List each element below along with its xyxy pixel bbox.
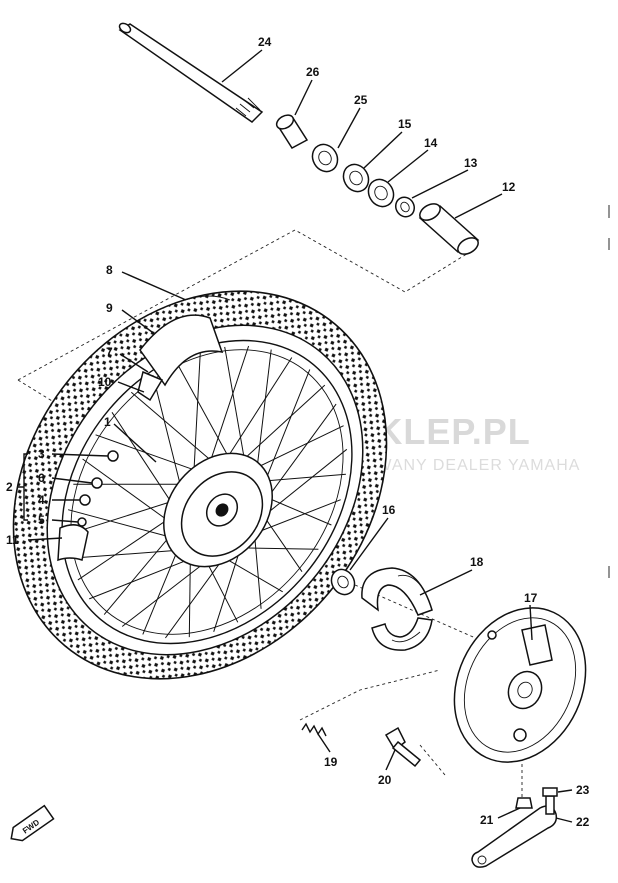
- callout-11: 11: [6, 533, 19, 547]
- spoke: [70, 549, 185, 559]
- spoke: [261, 369, 311, 489]
- bead-protector: [57, 524, 89, 562]
- spoke: [193, 352, 201, 478]
- callout-5: 5: [38, 513, 45, 527]
- callout-12: 12: [502, 180, 516, 194]
- spoke: [257, 448, 348, 521]
- callout-26: 26: [306, 65, 320, 79]
- callout-18: 18: [470, 555, 484, 569]
- callout-10: 10: [98, 375, 112, 389]
- return-spring: [301, 722, 327, 737]
- oil-seal: [311, 143, 339, 173]
- hub-bore: [215, 503, 229, 517]
- callout-20: 20: [378, 773, 392, 787]
- leader-lines: [18, 49, 573, 823]
- callout-14: 14: [424, 136, 438, 150]
- bearing-right: [367, 178, 395, 208]
- callout-23: 23: [576, 783, 590, 797]
- spoke: [255, 349, 272, 476]
- spoke: [164, 551, 229, 639]
- callout-3: 3: [38, 447, 45, 461]
- callout-25: 25: [354, 93, 368, 107]
- spoke: [142, 544, 181, 635]
- front-axle: [118, 22, 264, 123]
- spoke: [235, 547, 319, 550]
- spoke: [103, 531, 175, 615]
- callout-24: 24: [258, 35, 272, 49]
- spoke: [263, 495, 332, 526]
- callout-21: 21: [480, 813, 494, 827]
- collar: [275, 114, 309, 149]
- rim-band-and-tube: [137, 295, 231, 402]
- brake-shoes: [361, 567, 433, 651]
- callout-8: 8: [106, 263, 113, 277]
- callout-16: 16: [382, 503, 396, 517]
- bearing-left: [342, 163, 370, 193]
- spoke: [223, 357, 293, 464]
- spacer: [418, 203, 480, 255]
- spoke: [152, 375, 183, 492]
- spoke: [203, 557, 239, 623]
- callout-6: 6: [38, 471, 45, 485]
- spoke: [188, 553, 191, 638]
- spoke: [219, 554, 283, 593]
- spoke: [67, 509, 177, 540]
- brake-side-bearing: [330, 568, 356, 596]
- spoke: [253, 528, 262, 609]
- spoke: [121, 556, 213, 627]
- spoke: [207, 345, 250, 468]
- spoke: [238, 384, 326, 465]
- spokes: [67, 345, 348, 639]
- callout-9: 9: [106, 301, 113, 315]
- rim: [61, 339, 353, 645]
- spoke: [89, 555, 198, 600]
- spoke: [77, 515, 174, 581]
- spoke: [224, 346, 247, 467]
- spoke: [95, 434, 201, 473]
- spoke: [259, 473, 346, 482]
- spoke: [251, 425, 344, 471]
- forward-direction-arrow-icon: FWD: [10, 804, 55, 842]
- callout-22: 22: [576, 815, 590, 829]
- spacer-flange: [394, 196, 416, 218]
- spoke: [130, 391, 217, 466]
- brake-arm-assembly: [471, 787, 558, 868]
- front-wheel: [12, 290, 388, 680]
- callout-15: 15: [398, 117, 412, 131]
- callout-7: 7: [106, 345, 113, 359]
- spoke: [248, 499, 341, 537]
- spoke: [175, 361, 233, 463]
- spoke: [262, 403, 337, 505]
- spoke: [111, 412, 176, 508]
- spoke: [260, 512, 303, 572]
- spoke: [82, 458, 173, 525]
- callout-19: 19: [324, 755, 338, 769]
- callouts: 24 26 25 15 14 13 12 8 9 7 10 1 3 2 6 4 …: [6, 35, 590, 829]
- brake-camshaft: [384, 726, 422, 768]
- callout-1: 1: [104, 415, 111, 429]
- callout-2: 2: [6, 480, 13, 494]
- callout-17: 17: [524, 591, 538, 605]
- callout-13: 13: [464, 156, 478, 170]
- callout-4: 4: [38, 493, 45, 507]
- brake-panel: [453, 607, 587, 763]
